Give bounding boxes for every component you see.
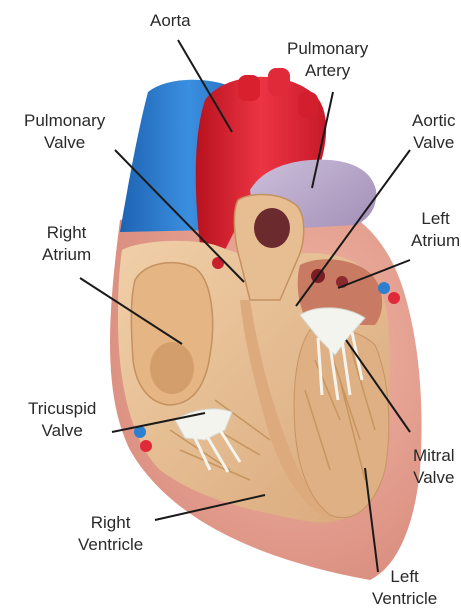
label-right-ventricle: Right Ventricle (78, 512, 143, 556)
label-mitral-valve-line2: Valve (413, 467, 455, 489)
label-right-ventricle-line2: Ventricle (78, 534, 143, 556)
vessel-cap-right-blue (378, 282, 390, 294)
label-aortic-valve: Aortic Valve (412, 110, 455, 154)
label-tricuspid-valve: Tricuspid Valve (28, 398, 96, 442)
label-left-atrium-line2: Atrium (411, 230, 460, 252)
label-left-atrium-line1: Left (411, 208, 460, 230)
label-right-atrium: Right Atrium (42, 222, 91, 266)
label-tricuspid-valve-line2: Valve (28, 420, 96, 442)
label-pulmonary-artery: Pulmonary Artery (287, 38, 368, 82)
label-left-ventricle-line2: Ventricle (372, 588, 437, 610)
pulmonary-trunk-lumen (254, 208, 290, 248)
label-right-atrium-line2: Atrium (42, 244, 91, 266)
label-left-atrium: Left Atrium (411, 208, 460, 252)
label-right-ventricle-line1: Right (78, 512, 143, 534)
label-aorta-line1: Aorta (150, 10, 191, 32)
label-tricuspid-valve-line1: Tricuspid (28, 398, 96, 420)
vessel-cap-right-red (388, 292, 400, 304)
vessel-cap-left-red (140, 440, 152, 452)
label-pulmonary-artery-line1: Pulmonary (287, 38, 368, 60)
aorta-branch-3 (298, 92, 318, 118)
label-pulmonary-valve-line1: Pulmonary (24, 110, 105, 132)
label-pulmonary-artery-line2: Artery (287, 60, 368, 82)
label-mitral-valve: Mitral Valve (413, 445, 455, 489)
label-aortic-valve-line2: Valve (412, 132, 455, 154)
label-right-atrium-line1: Right (42, 222, 91, 244)
label-pulmonary-valve-line2: Valve (24, 132, 105, 154)
label-mitral-valve-line1: Mitral (413, 445, 455, 467)
label-left-ventricle: Left Ventricle (372, 566, 437, 610)
label-pulmonary-valve: Pulmonary Valve (24, 110, 105, 154)
label-left-ventricle-line1: Left (372, 566, 437, 588)
label-aorta: Aorta (150, 10, 191, 32)
right-atrium-opening (150, 342, 194, 394)
label-aortic-valve-line1: Aortic (412, 110, 455, 132)
aorta-branch-1 (238, 75, 260, 101)
